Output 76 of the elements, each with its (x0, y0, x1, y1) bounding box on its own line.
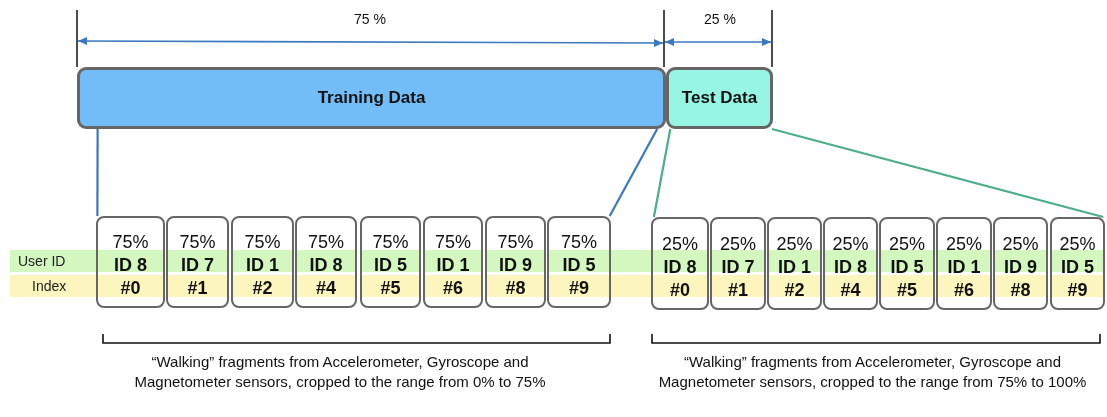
user-id-label: ID 9 (1004, 256, 1037, 279)
user-id-label: ID 8 (834, 256, 867, 279)
data-card (651, 217, 709, 310)
user-id-label: ID 1 (778, 256, 811, 279)
caption: “Walking” fragments from Accelerometer, Gyroscope and Magnetometer sensors, cropped to the range from 0% to 75% (133, 352, 547, 392)
index-label: #9 (569, 277, 589, 300)
percent-label: 75% (244, 231, 281, 254)
percent-label: 75% (112, 231, 149, 254)
user-id-label: ID 5 (1061, 256, 1094, 279)
dimension-label: 25 % (703, 10, 737, 28)
index-label: #8 (505, 277, 526, 300)
index-label: #8 (1010, 279, 1031, 302)
data-card (166, 216, 229, 308)
index-label: #9 (1067, 279, 1088, 302)
index-label: #6 (443, 277, 463, 300)
percent-label: 25% (1059, 233, 1096, 256)
leader-line (771, 127, 1104, 219)
percent-label: 25% (776, 233, 813, 256)
percent-label: 75% (435, 231, 471, 254)
data-card (295, 216, 357, 308)
index-label: #2 (252, 277, 273, 300)
user-id-label: ID 7 (721, 256, 755, 279)
percent-label: 25% (946, 233, 982, 256)
data-card (823, 217, 878, 310)
data-card (547, 216, 611, 308)
percent-label: 75% (308, 231, 344, 254)
row-band: Index (10, 275, 96, 297)
index-label: #5 (897, 279, 917, 302)
user-id-label: ID 1 (947, 256, 981, 279)
data-card (96, 216, 165, 308)
data-card (993, 217, 1048, 310)
percent-label: 75% (561, 231, 597, 254)
index-label: #0 (120, 277, 141, 300)
dimension-label: 75 % (353, 10, 387, 28)
data-card (231, 216, 294, 308)
user-id-label: ID 9 (499, 254, 532, 277)
data-card (485, 216, 546, 308)
index-label: #0 (670, 279, 690, 302)
percent-label: 75% (372, 231, 409, 254)
index-label: #4 (316, 277, 336, 300)
user-id-label: ID 1 (436, 254, 470, 277)
process-box: Training Data (77, 67, 666, 129)
index-label: #1 (728, 279, 748, 302)
data-card (1050, 217, 1105, 310)
index-label: #4 (840, 279, 861, 302)
user-id-label: ID 5 (890, 256, 924, 279)
leader-line (608, 128, 659, 217)
data-card (767, 217, 822, 310)
user-id-label: ID 8 (114, 254, 147, 277)
leader-line (652, 128, 672, 218)
percent-label: 25% (832, 233, 869, 256)
data-card (423, 216, 483, 308)
data-card (879, 217, 935, 310)
user-id-label: ID 7 (181, 254, 214, 277)
data-card (360, 216, 421, 308)
user-id-label: ID 5 (562, 254, 596, 277)
user-id-label: ID 1 (246, 254, 279, 277)
row-band: User ID (10, 250, 96, 272)
percent-label: 25% (1002, 233, 1039, 256)
percent-label: 25% (662, 233, 698, 256)
index-label: #6 (954, 279, 974, 302)
user-id-label: ID 8 (663, 256, 697, 279)
data-card (936, 217, 992, 310)
index-label: #2 (784, 279, 805, 302)
leader-line (96, 129, 99, 216)
percent-label: 75% (179, 231, 216, 254)
process-box: Test Data (666, 67, 773, 129)
percent-label: 75% (497, 231, 534, 254)
index-label: #1 (187, 277, 208, 300)
index-label: #5 (380, 277, 401, 300)
percent-label: 25% (889, 233, 925, 256)
data-card (710, 217, 766, 310)
user-id-label: ID 8 (309, 254, 343, 277)
user-id-label: ID 5 (374, 254, 407, 277)
percent-label: 25% (720, 233, 756, 256)
caption: “Walking” fragments from Accelerometer, Gyroscope and Magnetometer sensors, cropped to the range from 75% to 100% (657, 352, 1088, 392)
